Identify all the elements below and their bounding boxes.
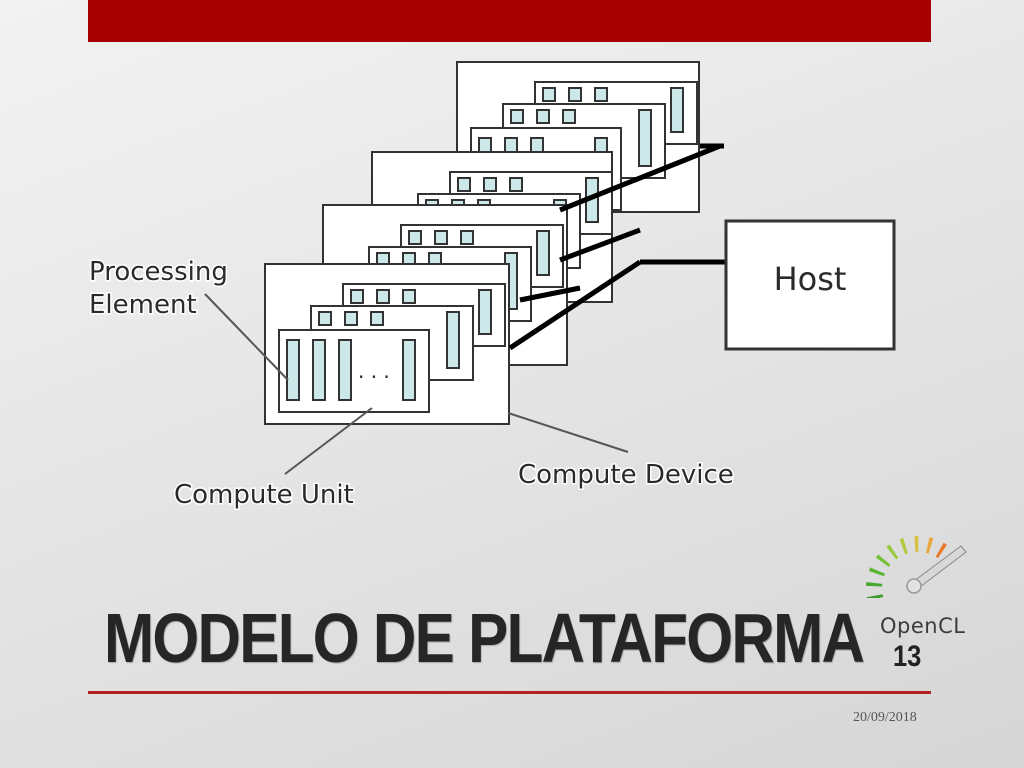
processing-element [510, 109, 524, 124]
slide-date: 20/09/2018 [853, 710, 917, 725]
processing-element [402, 339, 416, 401]
processing-element [542, 87, 556, 102]
processing-element [568, 87, 582, 102]
title-underline [88, 691, 931, 694]
gauge-segment [868, 567, 885, 577]
processing-element [402, 289, 416, 304]
compute-unit-label: Compute Unit [174, 480, 354, 510]
processing-element [594, 87, 608, 102]
gauge-segment [886, 544, 899, 560]
host-label: Host [774, 260, 847, 298]
processing-element [478, 289, 492, 335]
processing-element [509, 177, 523, 192]
bus-line [508, 259, 642, 351]
gauge-segment [866, 581, 883, 587]
bus-line [559, 227, 641, 263]
processing-element-label-line1: Processing [89, 257, 228, 287]
processing-element [376, 289, 390, 304]
gauge-segment [925, 537, 934, 554]
processing-element [562, 109, 576, 124]
processing-element [286, 339, 300, 401]
compute-device-label: Compute Device [518, 460, 734, 490]
ellipsis-label: . . . [358, 359, 390, 383]
compute-device-pointer [507, 412, 629, 453]
compute-unit [278, 329, 430, 413]
gauge-segment [866, 594, 884, 598]
processing-element [536, 230, 550, 276]
gauge-segment [899, 538, 908, 555]
processing-element-label-line2: Element [89, 290, 197, 320]
processing-element [483, 177, 497, 192]
gauge-segment [935, 542, 947, 559]
processing-element [460, 230, 474, 245]
slide-number: 13 [893, 640, 922, 673]
compute-device-stack [264, 61, 724, 425]
processing-element-pointer [204, 293, 289, 381]
processing-element [318, 311, 332, 326]
processing-element [434, 230, 448, 245]
slide-title: MODELO DE PLATAFORMA [104, 599, 865, 677]
host-box [724, 219, 896, 351]
processing-element [344, 311, 358, 326]
processing-element [408, 230, 422, 245]
processing-element [350, 289, 364, 304]
interconnect-bus [508, 143, 724, 351]
opencl-gauge-icon [866, 536, 967, 598]
processing-element [457, 177, 471, 192]
processing-element [370, 311, 384, 326]
top-accent-bar [88, 0, 931, 42]
opencl-logo-text: OpenCL [880, 614, 966, 638]
processing-element [638, 109, 652, 167]
processing-element [536, 109, 550, 124]
processing-element [446, 311, 460, 369]
bus-line [519, 285, 581, 303]
compute-device [264, 263, 510, 425]
bus-line [559, 143, 721, 213]
gauge-segment [914, 536, 919, 553]
processing-element [338, 339, 352, 401]
processing-element [312, 339, 326, 401]
gauge-segment [875, 554, 891, 567]
processing-element [670, 87, 684, 133]
compute-unit-pointer [284, 407, 373, 475]
